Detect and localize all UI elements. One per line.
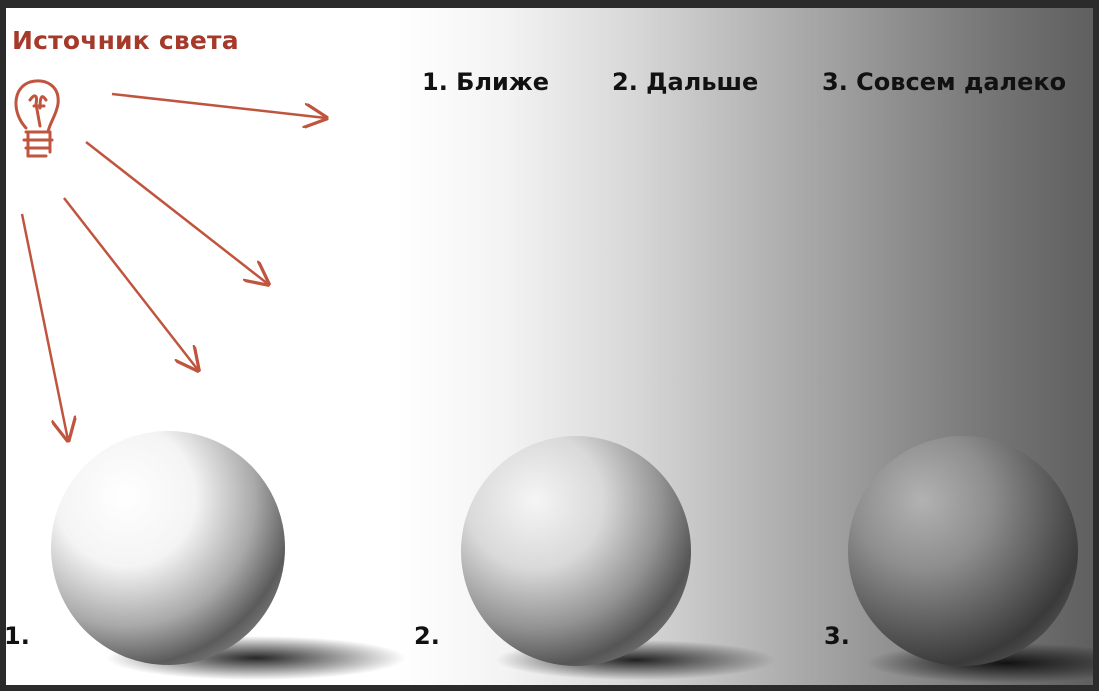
light-source-title: Источник света	[12, 26, 239, 55]
arrow-icon	[22, 214, 68, 440]
arrow-icon	[64, 198, 198, 370]
arrow-icon	[112, 94, 326, 118]
sphere-3	[848, 436, 1078, 666]
sphere-number-2: 2.	[414, 622, 440, 650]
sphere-number-1: 1.	[6, 622, 30, 650]
distance-label-very-far: 3. Совсем далеко	[822, 68, 1066, 96]
light-rays	[22, 94, 326, 440]
sphere-number-3: 3.	[824, 622, 850, 650]
sphere-1	[51, 431, 285, 665]
illustration: Источник света 1. Ближе 2. Дальше 3. Сов…	[6, 8, 1093, 685]
lightbulb-icon	[16, 81, 58, 156]
distance-label-near: 1. Ближе	[422, 68, 549, 96]
scene	[6, 8, 1093, 685]
sphere-2	[461, 436, 691, 666]
distance-label-far: 2. Дальше	[612, 68, 758, 96]
